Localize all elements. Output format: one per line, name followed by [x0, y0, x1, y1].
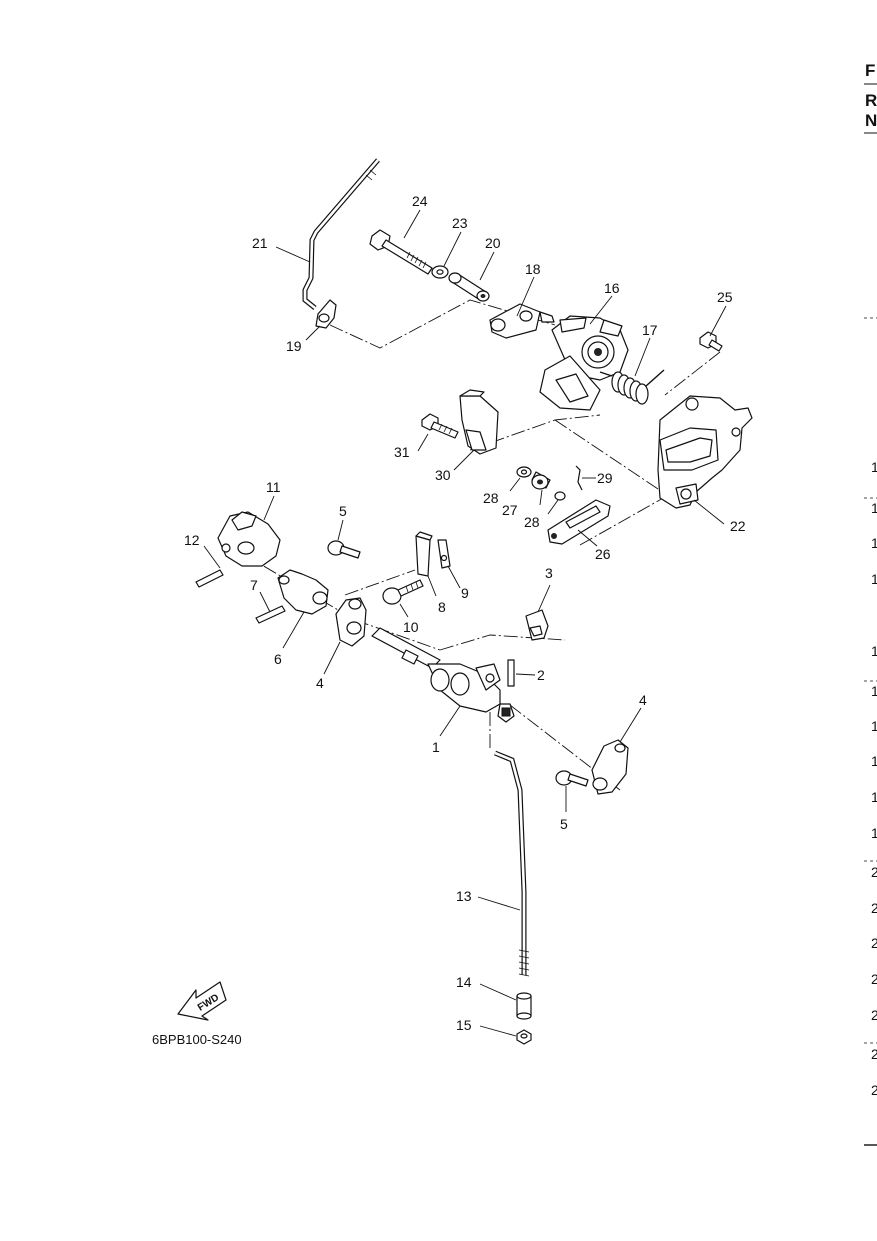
part-29-clip [575, 465, 583, 491]
part-25-bolt [699, 331, 723, 352]
edge-digit-8: 1 [871, 789, 877, 805]
part-30-plate [459, 389, 499, 455]
part-8-plate [415, 531, 433, 577]
right-edge-text-column: F R N 1 1 1 1 1 1 1 1 1 1 2 2 2 2 2 2 2 [864, 61, 877, 1146]
part-13-rod [494, 750, 530, 977]
figure-code: 6BPB100-S240 [152, 1032, 242, 1047]
callout-5-lower: 5 [560, 816, 568, 832]
callout-19: 19 [286, 338, 302, 354]
part-24-bolt [369, 229, 433, 275]
part-26-slider [547, 499, 611, 545]
callout-31: 31 [394, 444, 410, 460]
callout-14: 14 [456, 974, 472, 990]
callout-16: 16 [604, 280, 620, 296]
edge-digit-7: 1 [871, 753, 877, 769]
part-12-pin [195, 569, 224, 588]
edge-digit-14: 2 [871, 1007, 877, 1023]
part-2-pin [507, 659, 515, 687]
callout-12: 12 [184, 532, 200, 548]
part-4-collar-right [591, 739, 629, 795]
edge-letter-top-1: R [865, 91, 877, 110]
callout-2: 2 [537, 667, 545, 683]
callout-25: 25 [717, 289, 733, 305]
callout-4-left: 4 [316, 675, 324, 691]
callout-labels: 1 2 3 4 4 5 5 6 7 8 9 10 11 12 13 14 15 … [184, 193, 746, 1033]
callout-5-upper: 5 [339, 503, 347, 519]
callout-20: 20 [485, 235, 501, 251]
part-15-nut [516, 1029, 532, 1045]
part-23-washer [431, 265, 449, 279]
callout-28-lower: 28 [524, 514, 540, 530]
edge-digit-12: 2 [871, 935, 877, 951]
part-27-collar [531, 471, 551, 490]
callout-4-right: 4 [639, 692, 647, 708]
callout-22: 22 [730, 518, 746, 534]
part-19-clip [315, 299, 337, 329]
part-10-bolt [382, 579, 424, 605]
callout-7: 7 [250, 577, 258, 593]
edge-digit-0: 1 [871, 459, 877, 475]
part-14-sleeve [516, 992, 532, 1020]
edge-digit-3: 1 [871, 571, 877, 587]
callout-24: 24 [412, 193, 428, 209]
callout-21: 21 [252, 235, 268, 251]
part-16-throttle-cam [539, 315, 629, 411]
edge-letter-top-0: F [865, 61, 875, 80]
part-28-washer-upper [516, 466, 532, 478]
part-28-washer-lower [554, 491, 566, 501]
part-7-pin [255, 605, 286, 624]
edge-letter-top-2: N [865, 111, 877, 130]
edge-digit-11: 2 [871, 900, 877, 916]
edge-digit-5: 1 [871, 683, 877, 699]
part-21-rod [302, 158, 380, 310]
callout-8: 8 [438, 599, 446, 615]
part-11-lever [217, 511, 281, 567]
edge-digit-2: 1 [871, 535, 877, 551]
edge-digit-13: 2 [871, 971, 877, 987]
callout-27: 27 [502, 502, 518, 518]
callout-leaders [203, 209, 727, 1037]
callout-17: 17 [642, 322, 658, 338]
part-17-spring [599, 369, 665, 405]
part-3-clip [525, 609, 549, 641]
edge-digit-15: 2 [871, 1046, 877, 1062]
callout-11: 11 [266, 479, 281, 495]
part-9-link [437, 539, 451, 569]
edge-digit-9: 1 [871, 825, 877, 841]
part-20-collar [448, 272, 490, 302]
callout-29: 29 [597, 470, 613, 486]
callout-10: 10 [403, 619, 419, 635]
edge-digit-6: 1 [871, 718, 877, 734]
callout-18: 18 [525, 261, 541, 277]
part-6-cam [277, 569, 329, 615]
callout-1: 1 [432, 739, 440, 755]
assembly-centre-lines [244, 299, 721, 791]
callout-26: 26 [595, 546, 611, 562]
callout-23: 23 [452, 215, 468, 231]
part-5-bolt-lower [555, 770, 589, 787]
edge-digit-4: 1 [871, 643, 877, 659]
part-1-shift-shaft [371, 627, 515, 723]
callout-6: 6 [274, 651, 282, 667]
part-4-collar-left [335, 597, 367, 647]
edge-digit-10: 2 [871, 864, 877, 880]
part-22-bracket [657, 395, 753, 509]
callout-15: 15 [456, 1017, 472, 1033]
callout-9: 9 [461, 585, 469, 601]
callout-28-upper: 28 [483, 490, 499, 506]
part-31-bolt [421, 413, 459, 439]
edge-digit-1: 1 [871, 500, 877, 516]
callout-3: 3 [545, 565, 553, 581]
part-5-bolt-upper [327, 540, 361, 559]
callout-30: 30 [435, 467, 451, 483]
fwd-arrow: FWD [177, 981, 227, 1021]
part-18-link [489, 303, 555, 339]
callout-13: 13 [456, 888, 472, 904]
edge-digit-16: 2 [871, 1082, 877, 1098]
